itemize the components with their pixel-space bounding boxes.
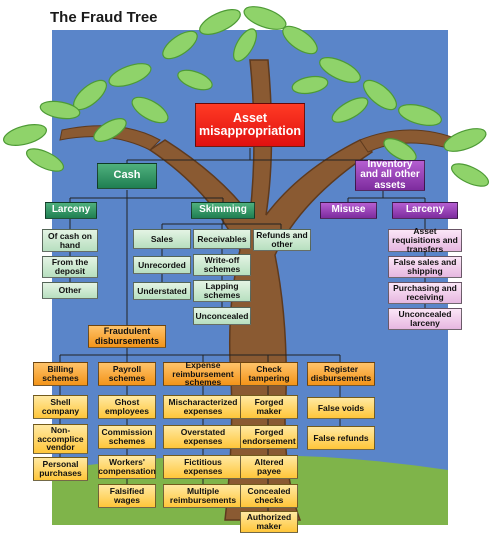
node-false-refunds-label: False refunds (313, 432, 369, 443)
node-other: Other (42, 282, 98, 299)
node-expense-reimbursement: Expense reimbursement schemes (163, 359, 243, 388)
node-check-tampering: Check tampering (240, 362, 298, 386)
node-misuse-label: Misuse (331, 204, 366, 216)
page-title: The Fraud Tree (50, 9, 158, 26)
node-refunds-and-other: Refunds and other (253, 229, 311, 251)
node-payroll-schemes-label: Payroll schemes (108, 364, 146, 383)
node-false-refunds: False refunds (307, 426, 375, 450)
node-understated: Understated (133, 282, 191, 300)
node-forged-maker-label: Forged maker (254, 397, 284, 416)
node-larceny-inventory: Larceny (392, 202, 458, 219)
node-commission-schemes: Commission schemes (98, 425, 156, 449)
node-purchasing-receiving-label: Purchasing and receiving (393, 283, 457, 302)
node-write-off-schemes: Write-off schemes (193, 254, 251, 276)
node-of-cash-on-hand: Of cash on hand (42, 229, 98, 252)
node-cash-label: Cash (113, 169, 141, 182)
node-falsified-wages: Falsified wages (98, 484, 156, 508)
node-misuse: Misuse (320, 202, 377, 219)
node-shell-company: Shell company (33, 395, 88, 419)
node-asset-requisitions: Asset requisitions and transfers (388, 226, 462, 254)
node-personal-purchases-label: Personal purchases (39, 459, 82, 478)
node-inventory: Inventory and all other assets (355, 158, 425, 191)
node-mischaracterized-expenses-label: Mischaracterized expenses (168, 397, 238, 416)
node-skimming: Skimming (191, 202, 255, 219)
node-ghost-employees: Ghost employees (98, 395, 156, 419)
node-personal-purchases: Personal purchases (33, 457, 88, 481)
node-unrecorded-label: Unrecorded (138, 259, 186, 270)
node-billing-schemes-label: Billing schemes (42, 364, 79, 383)
node-fraudulent-disbursements-label: Fraudulent disbursements (94, 326, 160, 346)
node-lapping-schemes: Lapping schemes (193, 280, 251, 302)
node-from-the-deposit: From the deposit (42, 256, 98, 278)
node-receivables: Receivables (193, 229, 251, 249)
node-false-sales-shipping: False sales and shipping (388, 256, 462, 278)
node-fraudulent-disbursements: Fraudulent disbursements (88, 325, 166, 348)
node-false-voids-label: False voids (317, 402, 365, 413)
node-multiple-reimbursements-label: Multiple reimbursements (169, 486, 237, 505)
node-altered-payee-label: Altered payee (254, 457, 284, 476)
node-false-voids: False voids (307, 397, 375, 419)
node-fictitious-expenses-label: Fictitious expenses (183, 457, 223, 476)
leaves (3, 6, 490, 187)
node-asset-misappropriation: Asset misappropriation (195, 103, 305, 147)
node-forged-endorsement: Forged endorsement (240, 425, 298, 449)
node-write-off-schemes-label: Write-off schemes (203, 255, 241, 274)
node-skimming-label: Skimming (199, 204, 247, 216)
node-unconcealed: Unconcealed (193, 307, 251, 325)
node-shell-company-label: Shell company (41, 397, 80, 416)
node-workers-compensation-label: Workers' compensation (98, 457, 156, 476)
node-false-sales-shipping-label: False sales and shipping (393, 257, 457, 276)
node-authorized-maker: Authorized maker (240, 511, 298, 533)
node-refunds-and-other-label: Refunds and other (256, 230, 308, 249)
node-sales: Sales (133, 229, 191, 249)
node-other-label: Other (58, 285, 82, 296)
node-from-the-deposit-label: From the deposit (51, 257, 89, 276)
node-inventory-label: Inventory and all other assets (360, 158, 420, 191)
node-register-disbursements: Register disbursements (307, 362, 375, 386)
node-overstated-expenses-label: Overstated expenses (180, 427, 226, 446)
node-fictitious-expenses: Fictitious expenses (163, 455, 243, 479)
node-billing-schemes: Billing schemes (33, 362, 88, 386)
node-payroll-schemes: Payroll schemes (98, 362, 156, 386)
node-asset-misappropriation-label: Asset misappropriation (198, 110, 302, 138)
node-check-tampering-label: Check tampering (248, 364, 290, 383)
node-mischaracterized-expenses: Mischaracterized expenses (163, 395, 243, 419)
node-falsified-wages-label: Falsified wages (109, 486, 145, 505)
node-commission-schemes-label: Commission schemes (101, 427, 153, 446)
node-purchasing-receiving: Purchasing and receiving (388, 282, 462, 304)
node-cash: Cash (97, 163, 157, 189)
node-larceny-cash-label: Larceny (51, 204, 91, 216)
node-altered-payee: Altered payee (240, 455, 298, 479)
node-forged-maker: Forged maker (240, 395, 298, 419)
node-lapping-schemes-label: Lapping schemes (203, 281, 241, 300)
node-larceny-cash: Larceny (45, 202, 97, 219)
node-unrecorded: Unrecorded (133, 256, 191, 274)
node-receivables-label: Receivables (197, 233, 247, 244)
node-of-cash-on-hand-label: Of cash on hand (48, 230, 92, 250)
node-authorized-maker-label: Authorized maker (246, 512, 292, 531)
node-multiple-reimbursements: Multiple reimbursements (163, 484, 243, 508)
node-concealed-checks: Concealed checks (240, 484, 298, 508)
node-asset-requisitions-label: Asset requisitions and transfers (392, 226, 458, 254)
node-understated-label: Understated (137, 285, 187, 296)
node-sales-label: Sales (150, 233, 174, 244)
node-expense-reimbursement-label: Expense reimbursement schemes (172, 359, 234, 388)
tree-branch-left (59, 125, 161, 151)
node-unconcealed-larceny: Unconcealed larceny (388, 308, 462, 330)
node-ghost-employees-label: Ghost employees (105, 397, 149, 416)
node-non-accomplice-vendor-label: Non-accomplice vendor (37, 424, 84, 453)
node-register-disbursements-label: Register disbursements (310, 364, 372, 383)
node-forged-endorsement-label: Forged endorsement (242, 427, 296, 446)
node-non-accomplice-vendor: Non-accomplice vendor (33, 424, 88, 454)
node-unconcealed-larceny-label: Unconcealed larceny (398, 309, 452, 328)
node-workers-compensation: Workers' compensation (98, 455, 156, 479)
node-concealed-checks-label: Concealed checks (247, 486, 291, 505)
node-unconcealed-label: Unconcealed (195, 310, 249, 321)
node-overstated-expenses: Overstated expenses (163, 425, 243, 449)
node-larceny-inventory-label: Larceny (405, 204, 445, 216)
